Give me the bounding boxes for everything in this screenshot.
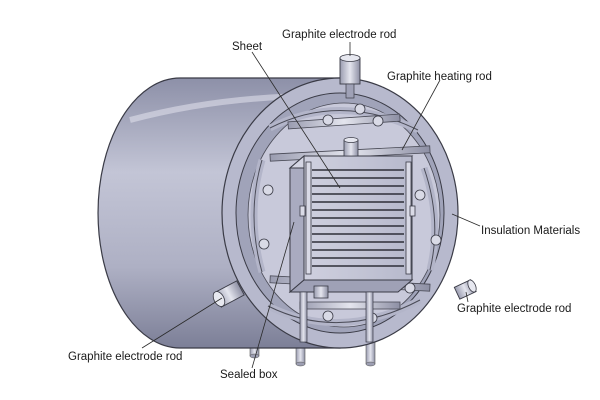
leader-insulation xyxy=(451,213,481,227)
sealed-box-bottom xyxy=(288,279,414,293)
inner-electrode-top xyxy=(343,137,359,157)
sheet-stack xyxy=(312,169,404,267)
leader-electrode-left xyxy=(141,297,223,349)
electrode-top-external xyxy=(339,54,361,99)
label-heating-rod: Graphite heating rod xyxy=(387,71,492,83)
sealed-box-side xyxy=(289,154,305,294)
electrode-right-external xyxy=(453,279,477,300)
leader-heating-rod xyxy=(401,79,441,151)
support-leg-foot xyxy=(295,361,306,367)
inner-electrode-bottom xyxy=(313,285,329,299)
label-electrode-right: Graphite electrode rod xyxy=(457,303,572,315)
label-sealed-box: Sealed box xyxy=(220,369,278,381)
label-insulation: Insulation Materials xyxy=(481,225,581,237)
heating-rod xyxy=(287,113,401,130)
heating-rod xyxy=(299,301,401,310)
leader-sealed-box xyxy=(251,221,295,369)
sheet-rack-posts xyxy=(299,161,416,275)
electrode-left-external xyxy=(212,280,245,308)
insulation-arcs xyxy=(250,107,439,327)
support-leg-foot xyxy=(249,353,260,359)
leader-sheet xyxy=(251,51,341,189)
leader-electrode-right xyxy=(465,291,469,303)
label-electrode-top: Graphite electrode rod xyxy=(282,29,397,41)
label-electrode-left: Graphite electrode rod xyxy=(68,351,183,363)
leader-lines xyxy=(141,42,481,369)
support-leg-foot xyxy=(365,361,376,367)
label-sheet: Sheet xyxy=(232,41,263,53)
box-support-posts xyxy=(299,291,374,343)
